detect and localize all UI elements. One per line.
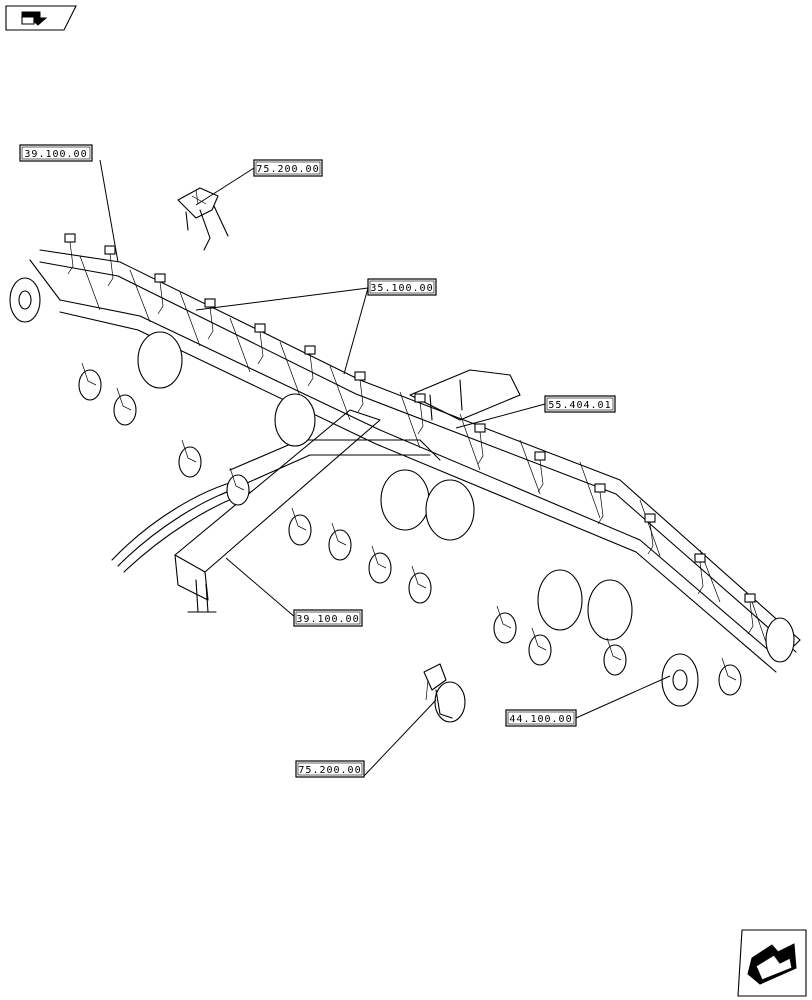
callout-label: 39.100.00 xyxy=(296,614,359,625)
shank-mount xyxy=(414,393,426,403)
disc-opener-detail-illustration xyxy=(423,663,466,723)
callout-44-100-00[interactable]: 44.100.00 xyxy=(505,675,671,727)
callout-75-200-00-bottom[interactable]: 75.200.00 xyxy=(295,699,437,778)
callout-label: 35.100.00 xyxy=(370,283,433,294)
next-page-icon xyxy=(747,943,797,985)
shank-mount xyxy=(204,298,216,308)
shank-mount xyxy=(64,233,76,243)
disc-opener xyxy=(408,572,432,604)
next-page-button[interactable] xyxy=(737,929,807,997)
disc-opener xyxy=(113,394,137,426)
shank-mount xyxy=(534,451,546,461)
disc-opener xyxy=(528,634,552,666)
shank-detail-illustration xyxy=(177,187,229,251)
shank-mount xyxy=(304,345,316,355)
callout-label: 55.404.01 xyxy=(548,400,611,411)
shank-mount xyxy=(594,483,606,493)
callout-75-200-00-top[interactable]: 75.200.00 xyxy=(195,159,323,206)
shank-mount xyxy=(354,371,366,381)
callout-39-100-00-bottom[interactable]: 39.100.00 xyxy=(225,557,363,627)
disc-opener xyxy=(78,369,102,401)
callout-55-404-01[interactable]: 55.404.01 xyxy=(455,395,616,429)
callout-35-100-00[interactable]: 35.100.00 xyxy=(195,278,437,375)
disc-opener xyxy=(603,644,627,676)
shank-mount xyxy=(104,245,116,255)
previous-page-icon xyxy=(21,11,48,26)
callout-label: 75.200.00 xyxy=(298,765,361,776)
callout-label: 39.100.00 xyxy=(24,149,87,160)
cultivator-illustration xyxy=(9,233,801,707)
shank-mount xyxy=(154,273,166,283)
shank-mount xyxy=(744,593,756,603)
disc-opener xyxy=(493,612,517,644)
previous-page-button[interactable] xyxy=(5,5,77,31)
shank-mount xyxy=(694,553,706,563)
disc-opener xyxy=(288,514,312,546)
disc-opener xyxy=(328,529,352,561)
disc-opener xyxy=(226,474,250,506)
shank-mount xyxy=(644,513,656,523)
callout-39-100-00-top[interactable]: 39.100.00 xyxy=(19,144,119,263)
disc-opener xyxy=(178,446,202,478)
shank-mount xyxy=(254,323,266,333)
shank-mount xyxy=(474,423,486,433)
callout-label: 75.200.00 xyxy=(256,164,319,175)
disc-opener xyxy=(718,664,742,696)
disc-opener xyxy=(368,552,392,584)
callout-label: 44.100.00 xyxy=(509,714,572,725)
